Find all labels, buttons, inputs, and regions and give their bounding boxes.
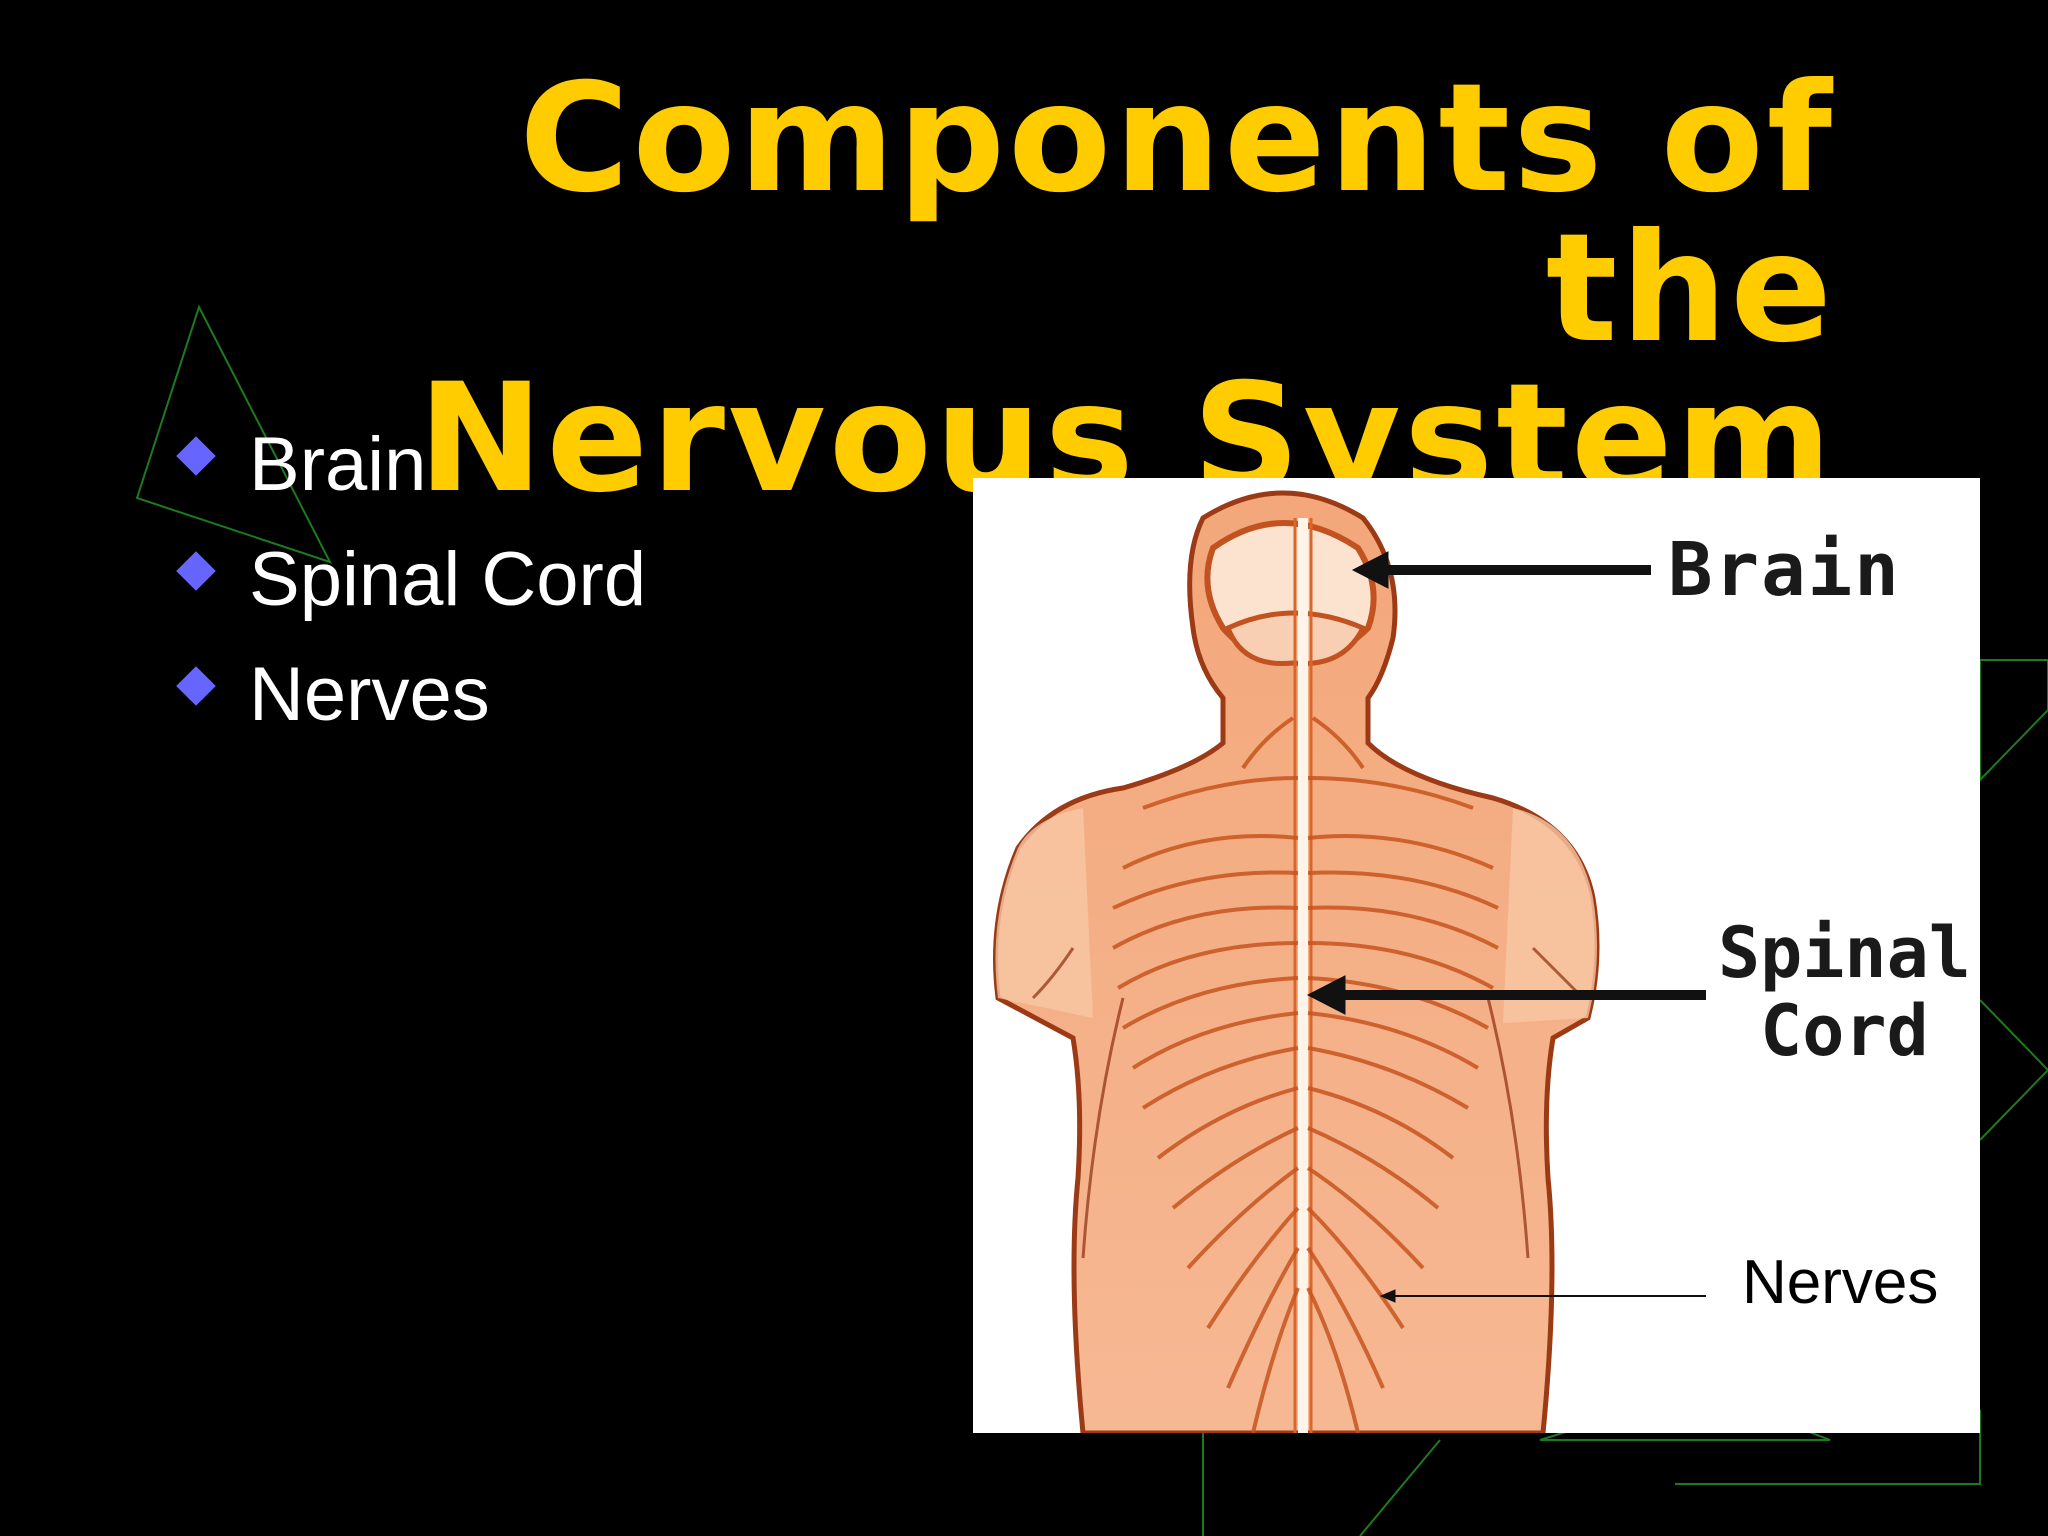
- figure-label-spinal-line-1: Spinal: [1718, 912, 1971, 994]
- figure-label-brain: Brain: [1668, 527, 1901, 613]
- nervous-system-illustration: Brain Spinal Cord Nerves: [973, 478, 1980, 1433]
- body-drawing: [993, 490, 1706, 1433]
- bullet-text: Nerves: [249, 652, 490, 737]
- figure-label-nerves: Nerves: [1742, 1248, 1939, 1317]
- figure-label-spinal-line-2: Cord: [1760, 990, 1929, 1072]
- title-line-1: Components of the: [519, 52, 1835, 376]
- figure-label-spinal-cord: Spinal Cord: [1718, 914, 1971, 1070]
- slide-title: Components of the Nervous System: [300, 64, 1835, 514]
- bullet-text: Spinal Cord: [249, 537, 647, 622]
- bullet-text: Brain: [249, 422, 427, 507]
